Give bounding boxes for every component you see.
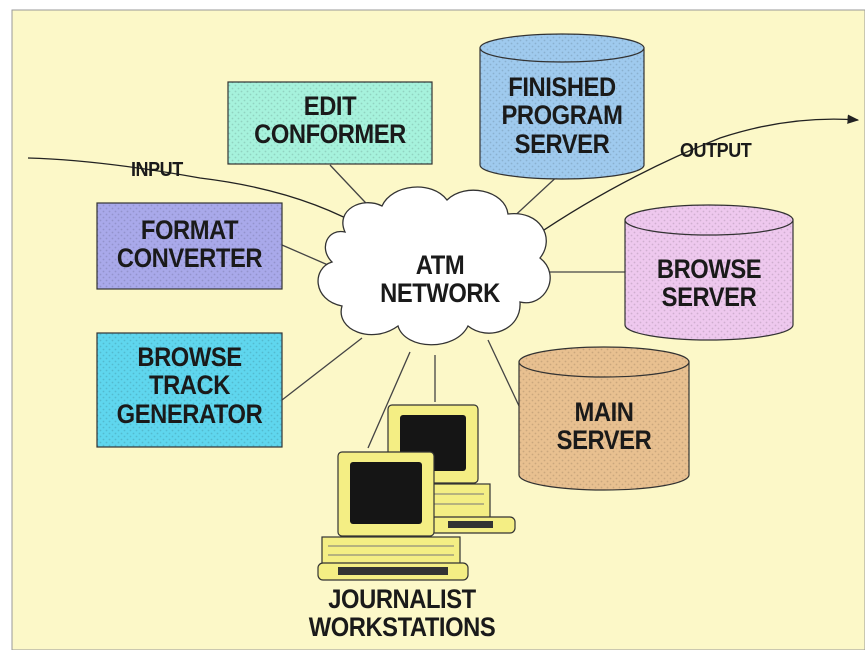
journalist-workstations-label: JOURNALIST WORKSTATIONS <box>308 584 496 643</box>
main-server-cylinder <box>518 346 690 491</box>
link-workstation-left <box>367 351 411 449</box>
browse-track-generator-texture <box>97 333 282 447</box>
finished-program-server-label: FINISHED PROGRAM SERVER <box>501 72 623 159</box>
link-format-converter <box>281 244 329 266</box>
main-server-label: MAIN SERVER <box>556 397 652 456</box>
output-arrow <box>531 114 860 239</box>
output-label: OUTPUT <box>680 140 752 162</box>
browse-track-generator-label: BROWSE TRACK GENERATOR <box>116 342 263 429</box>
connector-lines <box>281 164 625 449</box>
edit-conformer-texture <box>228 82 432 164</box>
format-converter-texture <box>97 203 282 289</box>
workstation-front <box>317 451 469 581</box>
finished-program-server-cylinder <box>479 33 645 180</box>
browse-server-label: BROWSE SERVER <box>656 254 762 313</box>
link-main-server <box>487 339 521 409</box>
workstation-front-screen <box>350 462 422 524</box>
format-converter-label: FORMAT CONVERTER <box>116 215 263 274</box>
input-label: INPUT <box>131 159 183 181</box>
browse-server-cylinder <box>624 204 794 341</box>
edit-conformer-label: EDIT CONFORMER <box>254 91 406 150</box>
link-browse-track-generator <box>281 337 363 401</box>
atm-network-label: ATM NETWORK <box>380 250 500 309</box>
input-arrow <box>27 157 370 231</box>
atm-network-cloud <box>317 186 551 346</box>
